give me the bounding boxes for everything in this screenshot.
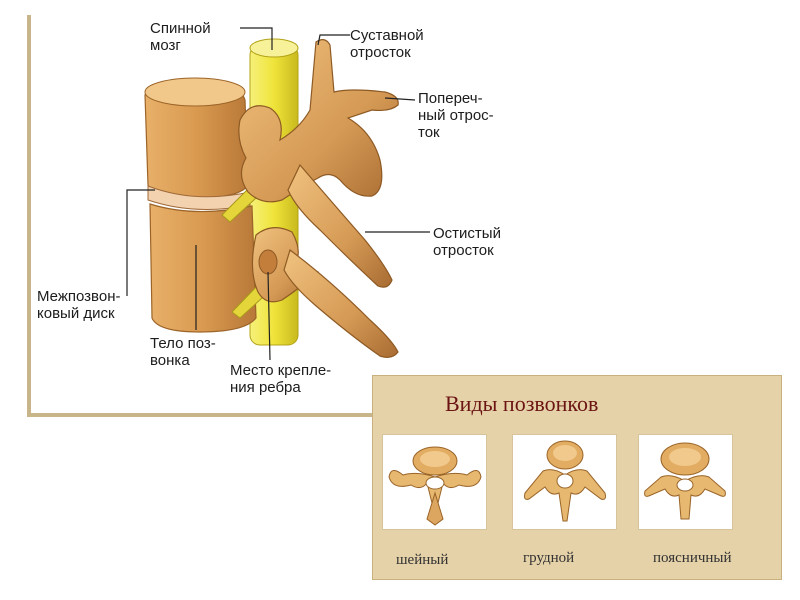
upper-spinous-process <box>287 163 393 288</box>
label-spinous-process: Остистый отросток <box>433 225 501 259</box>
types-title: Виды позвонков <box>445 391 599 416</box>
lumbar-vertebra-thumb <box>638 434 733 530</box>
cervical-vertebra-thumb <box>382 434 487 530</box>
caption-lumbar: поясничный <box>653 550 732 566</box>
caption-thoracic: грудной <box>523 550 575 566</box>
upper-vertebral-body <box>144 77 249 199</box>
caption-cervical: шейный <box>396 552 449 568</box>
vertebra-types-panel: Виды позвонков шейный грудной поясничный <box>372 375 782 580</box>
leader-lines <box>126 27 430 361</box>
label-intervertebral-disc: Межпозвон- ковый диск <box>37 288 121 322</box>
thoracic-vertebra-thumb <box>512 434 617 530</box>
upper-arch <box>238 39 399 203</box>
lower-spinous-process <box>283 249 399 358</box>
cervical-vertebra-image <box>388 446 482 526</box>
label-spinal-cord: Спинной мозг <box>150 20 211 54</box>
lumbar-vertebra-image <box>644 442 726 520</box>
label-articular-process: Суставной отросток <box>350 27 424 61</box>
label-rib-attachment: Место крепле- ния ребра <box>230 362 332 396</box>
label-transverse-process: Попереч- ный отрос- ток <box>418 90 494 141</box>
thoracic-vertebra-image <box>524 440 606 522</box>
label-vertebral-body: Тело поз- вонка <box>150 335 216 369</box>
lower-vertebral-body <box>149 203 257 333</box>
intervertebral-disc-shape <box>147 185 251 210</box>
